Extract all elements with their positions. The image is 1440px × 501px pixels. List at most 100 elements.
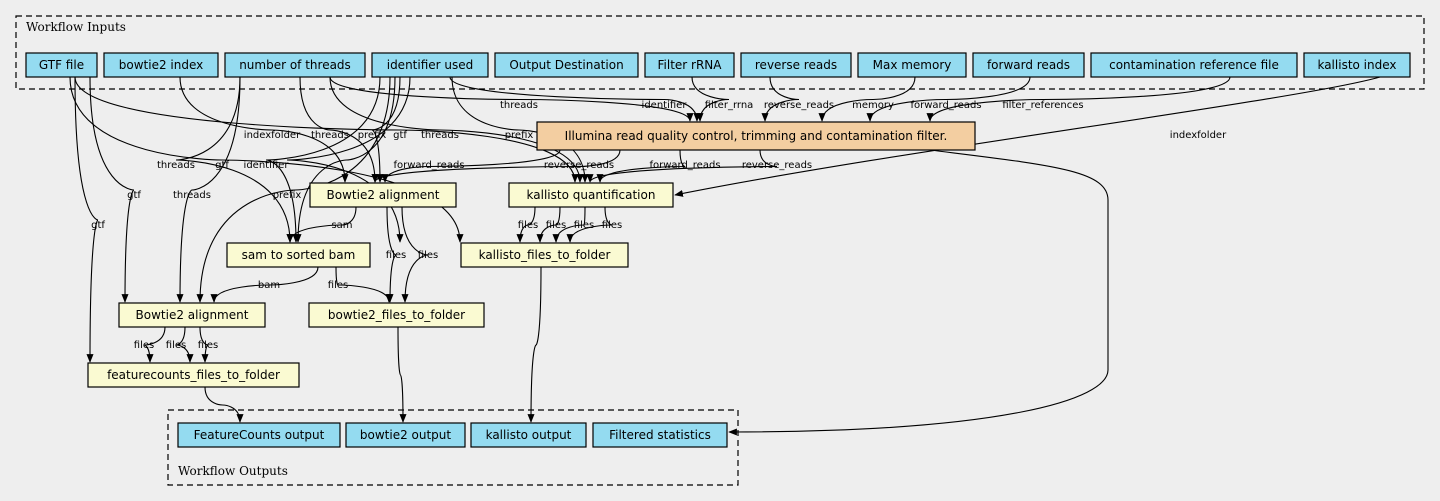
node-label: bowtie2 output xyxy=(360,428,452,442)
node-box[interactable] xyxy=(103,52,219,78)
edge-illumina-to-bt2a xyxy=(371,149,621,183)
node-box[interactable] xyxy=(308,302,485,328)
node-box[interactable] xyxy=(857,52,967,78)
node-label: bowtie2_files_to_folder xyxy=(328,308,465,322)
edge-label: files xyxy=(198,340,218,351)
edge-ident-to-illumina xyxy=(449,76,701,122)
node-ident[interactable]: identifier used xyxy=(371,52,489,78)
node-label: contamination reference file xyxy=(1109,58,1279,72)
edge-kidx-to-kq xyxy=(674,76,1381,197)
edge-bt2b-to-fcftf xyxy=(175,326,194,363)
node-fcftf[interactable]: featurecounts_files_to_folder xyxy=(87,362,300,388)
node-gtf[interactable]: GTF file xyxy=(25,52,98,78)
edge-kq-to-kftf xyxy=(536,206,561,243)
node-kftf[interactable]: kallisto_files_to_folder xyxy=(460,242,629,268)
edge-bt2idx-to-bt2a xyxy=(179,76,349,183)
node-box[interactable] xyxy=(644,52,735,78)
node-box[interactable] xyxy=(118,302,266,328)
node-bt2idx[interactable]: bowtie2 index xyxy=(103,52,219,78)
node-box[interactable] xyxy=(25,52,98,78)
node-box[interactable] xyxy=(508,182,674,208)
node-contam[interactable]: contamination reference file xyxy=(1090,52,1298,78)
node-o_k[interactable]: kallisto output xyxy=(470,422,587,448)
node-box[interactable] xyxy=(177,422,341,448)
node-rrna[interactable]: Filter rRNA xyxy=(644,52,735,78)
node-box[interactable] xyxy=(470,422,587,448)
node-o_fs[interactable]: Filtered statistics xyxy=(592,422,728,448)
node-box[interactable] xyxy=(972,52,1085,78)
node-box[interactable] xyxy=(536,121,976,151)
node-label: Filter rRNA xyxy=(658,58,723,72)
edge-sam-to-bt2b xyxy=(210,266,319,303)
node-fwd[interactable]: forward reads xyxy=(972,52,1085,78)
edge-label: indexfolder xyxy=(244,130,301,141)
node-bftf[interactable]: bowtie2_files_to_folder xyxy=(308,302,485,328)
edge-gtf-to-bt2b xyxy=(89,76,135,303)
node-box[interactable] xyxy=(740,52,852,78)
node-label: GTF file xyxy=(39,58,84,72)
node-box[interactable] xyxy=(1090,52,1298,78)
edge-gtf-to-kq xyxy=(74,76,579,183)
edge-rrna-to-illumina xyxy=(691,76,730,122)
edge-kq-to-kftf xyxy=(552,206,586,243)
node-sam[interactable]: sam to sorted bam xyxy=(226,242,371,268)
node-label: Bowtie2 alignment xyxy=(327,188,440,202)
node-box[interactable] xyxy=(345,422,466,448)
edge-label: filter_references xyxy=(1002,100,1083,111)
node-kq[interactable]: kallisto quantification xyxy=(508,182,674,208)
edge-label: files xyxy=(328,280,348,291)
node-label: kallisto quantification xyxy=(527,188,656,202)
node-o_fc[interactable]: FeatureCounts output xyxy=(177,422,341,448)
edge-label: prefix xyxy=(273,190,302,201)
edge-threads-to-sam xyxy=(175,76,294,243)
edge-label: threads xyxy=(500,100,538,111)
node-o_bt2[interactable]: bowtie2 output xyxy=(345,422,466,448)
node-box[interactable] xyxy=(1303,52,1411,78)
edge-label: identifier xyxy=(642,100,688,111)
node-label: Illumina read quality control, trimming … xyxy=(565,129,948,143)
edge-label: forward_reads xyxy=(910,100,981,111)
edge-label: files xyxy=(134,340,154,351)
node-threads[interactable]: number of threads xyxy=(224,52,366,78)
node-label: Output Destination xyxy=(509,58,623,72)
edge-label: indexfolder xyxy=(1170,130,1227,141)
node-mem[interactable]: Max memory xyxy=(857,52,967,78)
edge-bt2b-to-fcftf xyxy=(143,326,166,363)
edge-label: threads xyxy=(173,190,211,201)
edge-bt2a-to-sam xyxy=(286,206,357,243)
node-label: Max memory xyxy=(873,58,952,72)
edge-bt2a-to-bftf xyxy=(386,206,397,303)
node-label: bowtie2 index xyxy=(119,58,203,72)
node-rev[interactable]: reverse reads xyxy=(740,52,852,78)
node-box[interactable] xyxy=(460,242,629,268)
node-label: kallisto_files_to_folder xyxy=(479,248,611,262)
edge-label: sam xyxy=(331,220,352,231)
edge-threads-to-illumina xyxy=(329,76,694,122)
edge-mem-to-illumina xyxy=(818,76,916,122)
edge-fwd-to-illumina xyxy=(866,76,1031,122)
node-kidx[interactable]: kallisto index xyxy=(1303,52,1411,78)
edge-label: reverse_reads xyxy=(764,100,834,111)
node-box[interactable] xyxy=(309,182,457,208)
node-label: forward reads xyxy=(987,58,1070,72)
edge-threads-to-bt2b xyxy=(176,76,241,303)
edge-label: bam xyxy=(258,280,280,291)
node-box[interactable] xyxy=(494,52,639,78)
node-box[interactable] xyxy=(87,362,300,388)
node-box[interactable] xyxy=(226,242,371,268)
node-outdest[interactable]: Output Destination xyxy=(494,52,639,78)
edge-ident-to-sam xyxy=(294,76,396,243)
edge-label: prefix xyxy=(505,130,534,141)
node-box[interactable] xyxy=(371,52,489,78)
edge-label: reverse_reads xyxy=(742,160,812,171)
node-illumina[interactable]: Illumina read quality control, trimming … xyxy=(536,121,976,151)
node-box[interactable] xyxy=(224,52,366,78)
edge-label: files xyxy=(418,250,438,261)
edge-bt2a-to-bftf xyxy=(401,206,429,303)
node-bt2a[interactable]: Bowtie2 alignment xyxy=(309,182,457,208)
node-label: Filtered statistics xyxy=(609,428,711,442)
node-bt2b[interactable]: Bowtie2 alignment xyxy=(118,302,266,328)
outputs-cluster-title: Workflow Outputs xyxy=(178,464,288,478)
node-box[interactable] xyxy=(592,422,728,448)
